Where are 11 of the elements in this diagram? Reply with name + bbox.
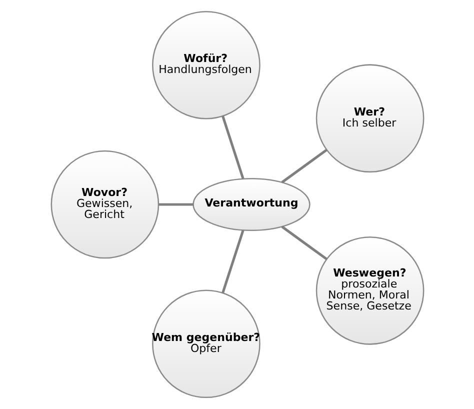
node-circle: Wofür? Handlungsfolgen <box>152 10 260 120</box>
connector <box>221 230 244 294</box>
node-circle: Weswegen? prosoziale Normen, Moral Sense, Gesetze <box>315 236 424 345</box>
connector <box>280 226 327 260</box>
node-circle: Wem gegenüber? Opfer <box>152 290 260 398</box>
node-circle: Wer? Ich selber <box>315 64 424 173</box>
node-circle: Wovor? Gewissen, Gericht <box>50 150 159 259</box>
node-ellipse: Verantwortung <box>192 178 310 232</box>
connector <box>221 116 244 179</box>
connector <box>280 148 327 184</box>
connector <box>158 203 193 206</box>
